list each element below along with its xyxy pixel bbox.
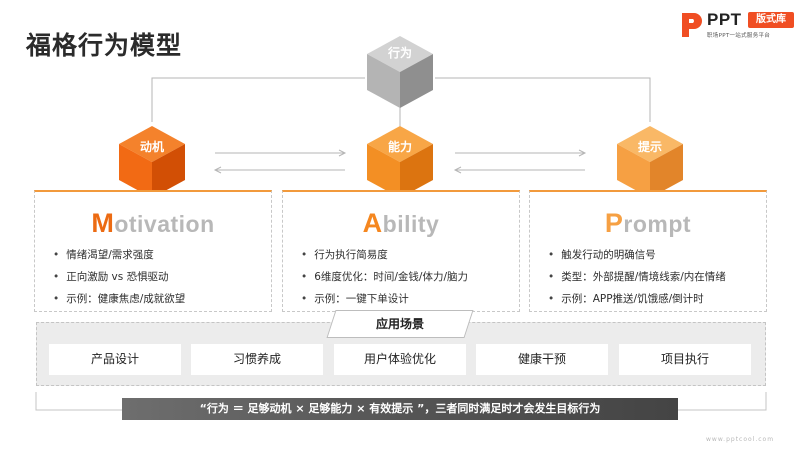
ability-card: Ability 行为执行简易度 6维度优化：时间/金钱/体力/脑力 示例：一键下… xyxy=(282,190,520,312)
list-item: 正向激励 vs 恐惧驱动 xyxy=(53,266,185,288)
scene-item-ux: 用户体验优化 xyxy=(334,344,466,375)
list-item: 示例：一键下单设计 xyxy=(301,288,468,310)
ppt-logo-icon xyxy=(682,13,702,37)
scene-item-habit: 习惯养成 xyxy=(191,344,323,375)
ability-label: 能力 xyxy=(387,140,412,154)
list-item: 示例：APP推送/饥饿感/倒计时 xyxy=(548,288,726,310)
arrow-right-1 xyxy=(215,149,347,157)
prompt-bullets: 触发行动的明确信号 类型：外部提醒/情境线索/内在情绪 示例：APP推送/饥饿感… xyxy=(548,244,726,310)
ability-title: Ability xyxy=(362,208,440,238)
motivation-label: 动机 xyxy=(139,140,164,154)
scenes-title-tab: 应用场景 xyxy=(326,310,474,338)
behavior-cube xyxy=(367,36,433,108)
ability-bullets: 行为执行简易度 6维度优化：时间/金钱/体力/脑力 示例：一键下单设计 xyxy=(301,244,468,310)
formula-banner: “行为 ＝ 足够动机 × 足够能力 × 有效提示 ”，三者同时满足时才会发生目标… xyxy=(122,398,678,420)
list-item: 情绪渴望/需求强度 xyxy=(53,244,185,266)
ability-cube xyxy=(367,126,433,198)
behavior-label: 行为 xyxy=(387,46,412,60)
list-item: 类型：外部提醒/情境线索/内在情绪 xyxy=(548,266,726,288)
brand-url: www.pptcool.com xyxy=(706,436,775,443)
arrow-right-2 xyxy=(455,149,587,157)
list-item: 示例：健康焦虑/成就欲望 xyxy=(53,288,185,310)
motivation-card: Motivation 情绪渴望/需求强度 正向激励 vs 恐惧驱动 示例：健康焦… xyxy=(34,190,272,312)
arrow-left-1 xyxy=(213,166,345,174)
scene-item-project: 项目执行 xyxy=(619,344,751,375)
page-title: 福格行为模型 xyxy=(26,31,183,60)
prompt-label: 提示 xyxy=(637,140,662,154)
prompt-title: Prompt xyxy=(604,208,692,238)
scenes-title: 应用场景 xyxy=(375,317,424,331)
brand-name: PPT xyxy=(707,10,742,29)
motivation-bullets: 情绪渴望/需求强度 正向激励 vs 恐惧驱动 示例：健康焦虑/成就欲望 xyxy=(53,244,185,310)
motivation-title: Motivation xyxy=(91,208,215,238)
brand-logo: PPT 版式库 职场PPT一站式服务平台 xyxy=(680,10,794,42)
list-item: 行为执行简易度 xyxy=(301,244,468,266)
prompt-cube xyxy=(617,126,683,198)
list-item: 触发行动的明确信号 xyxy=(548,244,726,266)
motivation-cube xyxy=(119,126,185,198)
arrow-left-2 xyxy=(453,166,585,174)
brand-badge: 版式库 xyxy=(748,12,794,28)
scene-item-product-design: 产品设计 xyxy=(49,344,181,375)
brand-tagline: 职场PPT一站式服务平台 xyxy=(707,33,771,39)
prompt-card: Prompt 触发行动的明确信号 类型：外部提醒/情境线索/内在情绪 示例：AP… xyxy=(529,190,767,312)
scene-item-health: 健康干预 xyxy=(476,344,608,375)
list-item: 6维度优化：时间/金钱/体力/脑力 xyxy=(301,266,468,288)
